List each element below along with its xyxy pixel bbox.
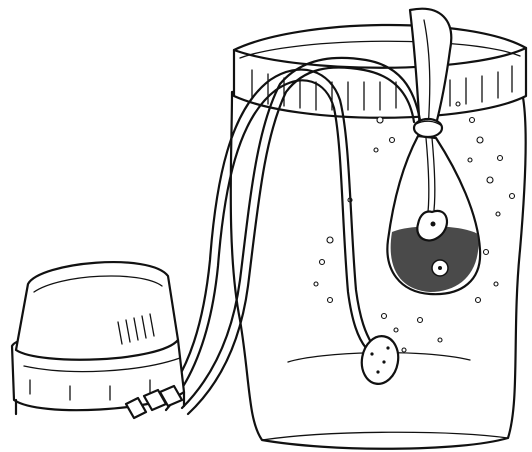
jar (231, 92, 526, 449)
bag-tie (414, 119, 442, 137)
jar-rim (234, 25, 526, 118)
air-pump (12, 262, 184, 418)
